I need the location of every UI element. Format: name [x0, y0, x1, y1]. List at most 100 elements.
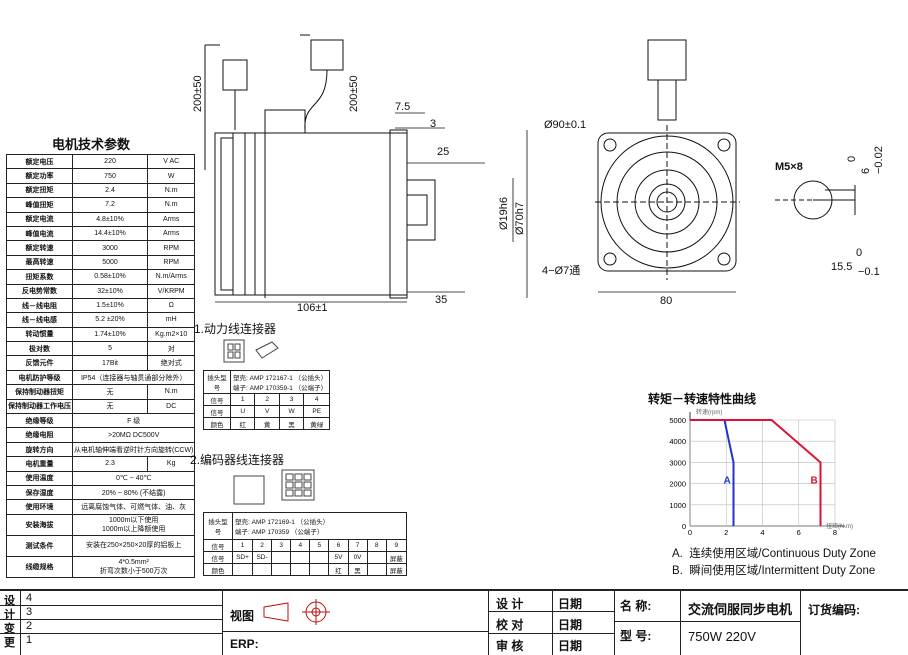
spec-key: 额定扭矩 [6, 182, 73, 199]
legend-mark: B. [672, 565, 683, 577]
spec-unit: DC [147, 398, 196, 415]
spec-unit: N.m [147, 384, 196, 400]
spec-key: 保持制动器扭矩 [6, 384, 73, 400]
power-connector-title: 1.动力线连接器 [194, 322, 277, 336]
y-tick-label: 0 [682, 522, 686, 531]
power-pin-cell: 3 [278, 393, 305, 406]
spec-value: 3000 [71, 240, 149, 256]
spec-value: 4*0.5mm² 折弯次数小于500万次 [71, 555, 196, 578]
spec-value: 1.5±10% [71, 297, 149, 314]
encoder-color-cell [271, 563, 292, 576]
left-label: 变 [4, 623, 15, 635]
spec-value: 17Bit [71, 355, 149, 371]
encoder-model-line2: 端子: AMP 170359 （公端子） [235, 529, 324, 536]
spec-key: 线缆规格 [6, 555, 73, 578]
encoder-color-cell: 红 [328, 563, 349, 576]
encoder-sig-cell: 5V [328, 551, 349, 564]
power-sig-cell: U [229, 405, 256, 418]
encoder-sig-cell: 0V [347, 551, 368, 564]
spec-value: 5.2 ±20% [71, 312, 149, 328]
encoder-pin-cell: 6 [328, 539, 349, 552]
spec-key: 峰值电流 [6, 225, 73, 242]
spec-key: 额定功率 [6, 168, 73, 184]
dim-thread: M5×8 [775, 161, 803, 173]
spec-key: 峰值扭矩 [6, 197, 73, 213]
revision-number: 3 [26, 606, 33, 618]
encoder-color-cell: 屏蔽 [385, 563, 408, 576]
power-sig-cell: W [278, 405, 305, 418]
revision-number: 4 [26, 592, 33, 604]
spec-key: 反电势常数 [6, 283, 73, 299]
encoder-pin-cell: 1 [231, 539, 254, 552]
y-tick-label: 4000 [669, 437, 686, 446]
encoder-connector-image [233, 469, 315, 505]
review-label: 审 核 [496, 639, 524, 653]
spec-value: 4.8±10% [71, 211, 149, 227]
encoder-sig-cell [271, 551, 292, 564]
dim-d70: Ø70h7 [514, 202, 526, 235]
spec-key: 测试条件 [6, 534, 73, 557]
model-label: 型 号: [620, 629, 652, 643]
spec-unit: Ω [147, 297, 196, 314]
x-tick-label: 2 [724, 528, 728, 537]
spec-key: 最高转速 [6, 254, 73, 271]
key2-val: 15.5 [831, 261, 852, 273]
spec-value: 2.4 [71, 182, 149, 199]
spec-key: 保持制动器工作电压 [6, 398, 73, 415]
dim-d90: Ø90±0.1 [544, 119, 586, 131]
encoder-connector-table: 插头型号 塑壳: AMP 172169-1 （公插头） 端子: AMP 1703… [203, 512, 408, 576]
chart-title: 转矩－转速特性曲线 [648, 392, 757, 406]
view-label: 视图 [230, 609, 255, 623]
spec-value: 5000 [71, 254, 149, 271]
spec-value: 220 [71, 153, 149, 170]
spec-key: 安装海拔 [6, 513, 73, 536]
series-line-A [690, 419, 735, 526]
encoder-connector-title: 2.编码器线连接器 [190, 453, 285, 467]
spec-value: 5 [71, 341, 149, 357]
encoder-color-cell: 黑 [347, 563, 368, 576]
spec-value: 无 [71, 398, 149, 415]
dim-holes: 4−Ø7通 [542, 264, 580, 277]
spec-key: 绝缘等级 [6, 413, 73, 429]
date-label-2: 日期 [558, 618, 583, 632]
series-line-B [690, 419, 822, 526]
encoder-pin-cell: 5 [309, 539, 330, 552]
spec-value: 从电机轴伸端看逆时针方向旋转(CCW) [71, 441, 196, 458]
spec-key: 转动惯量 [6, 326, 73, 343]
encoder-pin-cell: 2 [252, 539, 273, 552]
x-tick-label: 0 [688, 528, 692, 537]
spec-unit: Kg [147, 456, 196, 472]
encoder-color-cell [366, 563, 387, 576]
power-sig-cell: V [254, 405, 280, 418]
check-label: 校 对 [496, 618, 524, 632]
lead1-dim: 200±50 [192, 75, 204, 112]
spec-value: IP54（连接器与轴贯通部分除外） [71, 369, 196, 386]
side-view-drawing: 200±50 200±50 7.5 3 25 Ø19h6 Ø70h7 106±1… [192, 34, 528, 314]
revision-number: 2 [26, 620, 33, 632]
encoder-sig-cell [290, 551, 311, 564]
spec-value: 750 [71, 168, 149, 184]
y-tick-label: 3000 [669, 458, 686, 467]
encoder-color-cell [309, 563, 330, 576]
power-pin-cell: 1 [229, 393, 256, 406]
spec-key: 绝缘电阻 [6, 427, 73, 443]
x-tick-label: 6 [797, 528, 801, 537]
product-name: 交流伺服同步电机 [688, 602, 793, 617]
name-label: 名 称: [620, 599, 652, 613]
spec-key: 极对数 [6, 341, 73, 357]
spec-key: 保存湿度 [6, 484, 73, 501]
encoder-color-label: 颜色 [203, 563, 233, 576]
shaft-end-view: M5×8 0 6 −0.02 0 15.5 −0.1 [775, 146, 885, 278]
spec-unit: 对 [147, 341, 196, 357]
key-top: 0 [846, 156, 858, 162]
spec-value: 32±10% [71, 283, 149, 299]
